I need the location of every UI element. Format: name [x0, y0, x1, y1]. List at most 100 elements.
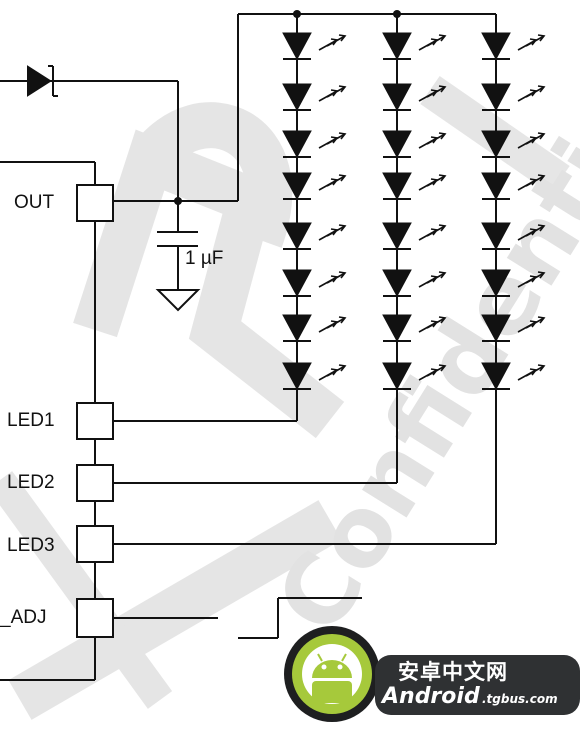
led-triangle [481, 222, 511, 251]
pin-label-led1: LED1 [7, 410, 55, 431]
led [481, 172, 546, 201]
emission-arrow [525, 317, 545, 329]
emission-arrowhead [438, 364, 447, 372]
led-triangle [382, 362, 412, 391]
led [481, 314, 546, 343]
emission-arrow [426, 272, 446, 284]
led-triangle [282, 269, 312, 298]
led-triangle [382, 130, 412, 159]
pin-label-led2: LED2 [7, 472, 55, 493]
led [382, 130, 447, 159]
capacitor-label: 1 µF [185, 248, 224, 269]
emission-arrowhead [438, 316, 447, 324]
emission-arrow [426, 365, 446, 377]
emission-arrow [326, 35, 346, 47]
led [282, 83, 347, 112]
emission-arrowhead [438, 271, 447, 279]
emission-arrow [326, 175, 346, 187]
emission-arrow [426, 317, 446, 329]
emission-arrowhead [537, 224, 546, 232]
emission-arrowhead [537, 85, 546, 93]
pin-box-out [76, 184, 114, 222]
emission-arrowhead [338, 34, 347, 42]
pin-box-led1 [76, 402, 114, 440]
led-triangle [282, 83, 312, 112]
led [282, 32, 347, 61]
emission-arrow [525, 272, 545, 284]
led-triangle [382, 314, 412, 343]
led-triangle [382, 83, 412, 112]
emission-arrow [426, 86, 446, 98]
led-triangle [282, 362, 312, 391]
emission-arrowhead [438, 174, 447, 182]
emission-arrowhead [537, 271, 546, 279]
emission-arrowhead [338, 271, 347, 279]
pin-label-adj: _ADJ [0, 607, 47, 628]
led-triangle [382, 172, 412, 201]
led-triangle [481, 172, 511, 201]
android-logo [284, 626, 580, 722]
led-triangle [481, 83, 511, 112]
pin-box-led2 [76, 464, 114, 502]
emission-arrow [525, 133, 545, 145]
led-triangle [282, 32, 312, 61]
led-triangle [481, 32, 511, 61]
emission-arrow [326, 272, 346, 284]
led [382, 362, 447, 391]
emission-arrowhead [338, 174, 347, 182]
emission-arrowhead [438, 85, 447, 93]
emission-arrow [426, 133, 446, 145]
logo-android-text: Android [382, 684, 480, 709]
logo-domain-text: .tgbus.com [482, 692, 558, 706]
emission-arrow [326, 86, 346, 98]
pin-box-adj [76, 598, 114, 638]
led [382, 83, 447, 112]
led [382, 172, 447, 201]
watermark-text: Confidential [255, 38, 580, 652]
emission-arrow [326, 317, 346, 329]
junction-dots [174, 10, 401, 205]
led [481, 362, 546, 391]
pin-label-led3: LED3 [7, 535, 55, 556]
led [382, 32, 447, 61]
emission-arrowhead [338, 364, 347, 372]
emission-arrowhead [438, 34, 447, 42]
led [481, 83, 546, 112]
junction-dot [174, 197, 182, 205]
emission-arrowhead [537, 316, 546, 324]
emission-arrowhead [338, 316, 347, 324]
led [481, 32, 546, 61]
pin-label-out: OUT [14, 192, 55, 213]
led [282, 314, 347, 343]
led-triangle [481, 362, 511, 391]
schottky-diode [27, 65, 58, 97]
logo-chinese-text: 安卓中文网 [398, 660, 508, 684]
emission-arrow [326, 225, 346, 237]
led [282, 130, 347, 159]
emission-arrow [525, 86, 545, 98]
ground-symbol [155, 289, 201, 312]
emission-arrowhead [438, 224, 447, 232]
led-triangle [282, 130, 312, 159]
emission-arrow [326, 365, 346, 377]
emission-arrowhead [537, 364, 546, 372]
led-triangle [382, 269, 412, 298]
led-triangle [481, 130, 511, 159]
led-triangle [282, 222, 312, 251]
led [382, 269, 447, 298]
emission-arrowhead [537, 34, 546, 42]
emission-arrow [426, 175, 446, 187]
emission-arrow [426, 225, 446, 237]
led-triangle [382, 32, 412, 61]
led [282, 362, 347, 391]
emission-arrow [426, 35, 446, 47]
emission-arrow [525, 225, 545, 237]
emission-arrowhead [438, 132, 447, 140]
led [282, 172, 347, 201]
emission-arrowhead [537, 132, 546, 140]
led-array [282, 32, 546, 391]
junction-dot [393, 10, 401, 18]
emission-arrowhead [537, 174, 546, 182]
emission-arrow [525, 175, 545, 187]
